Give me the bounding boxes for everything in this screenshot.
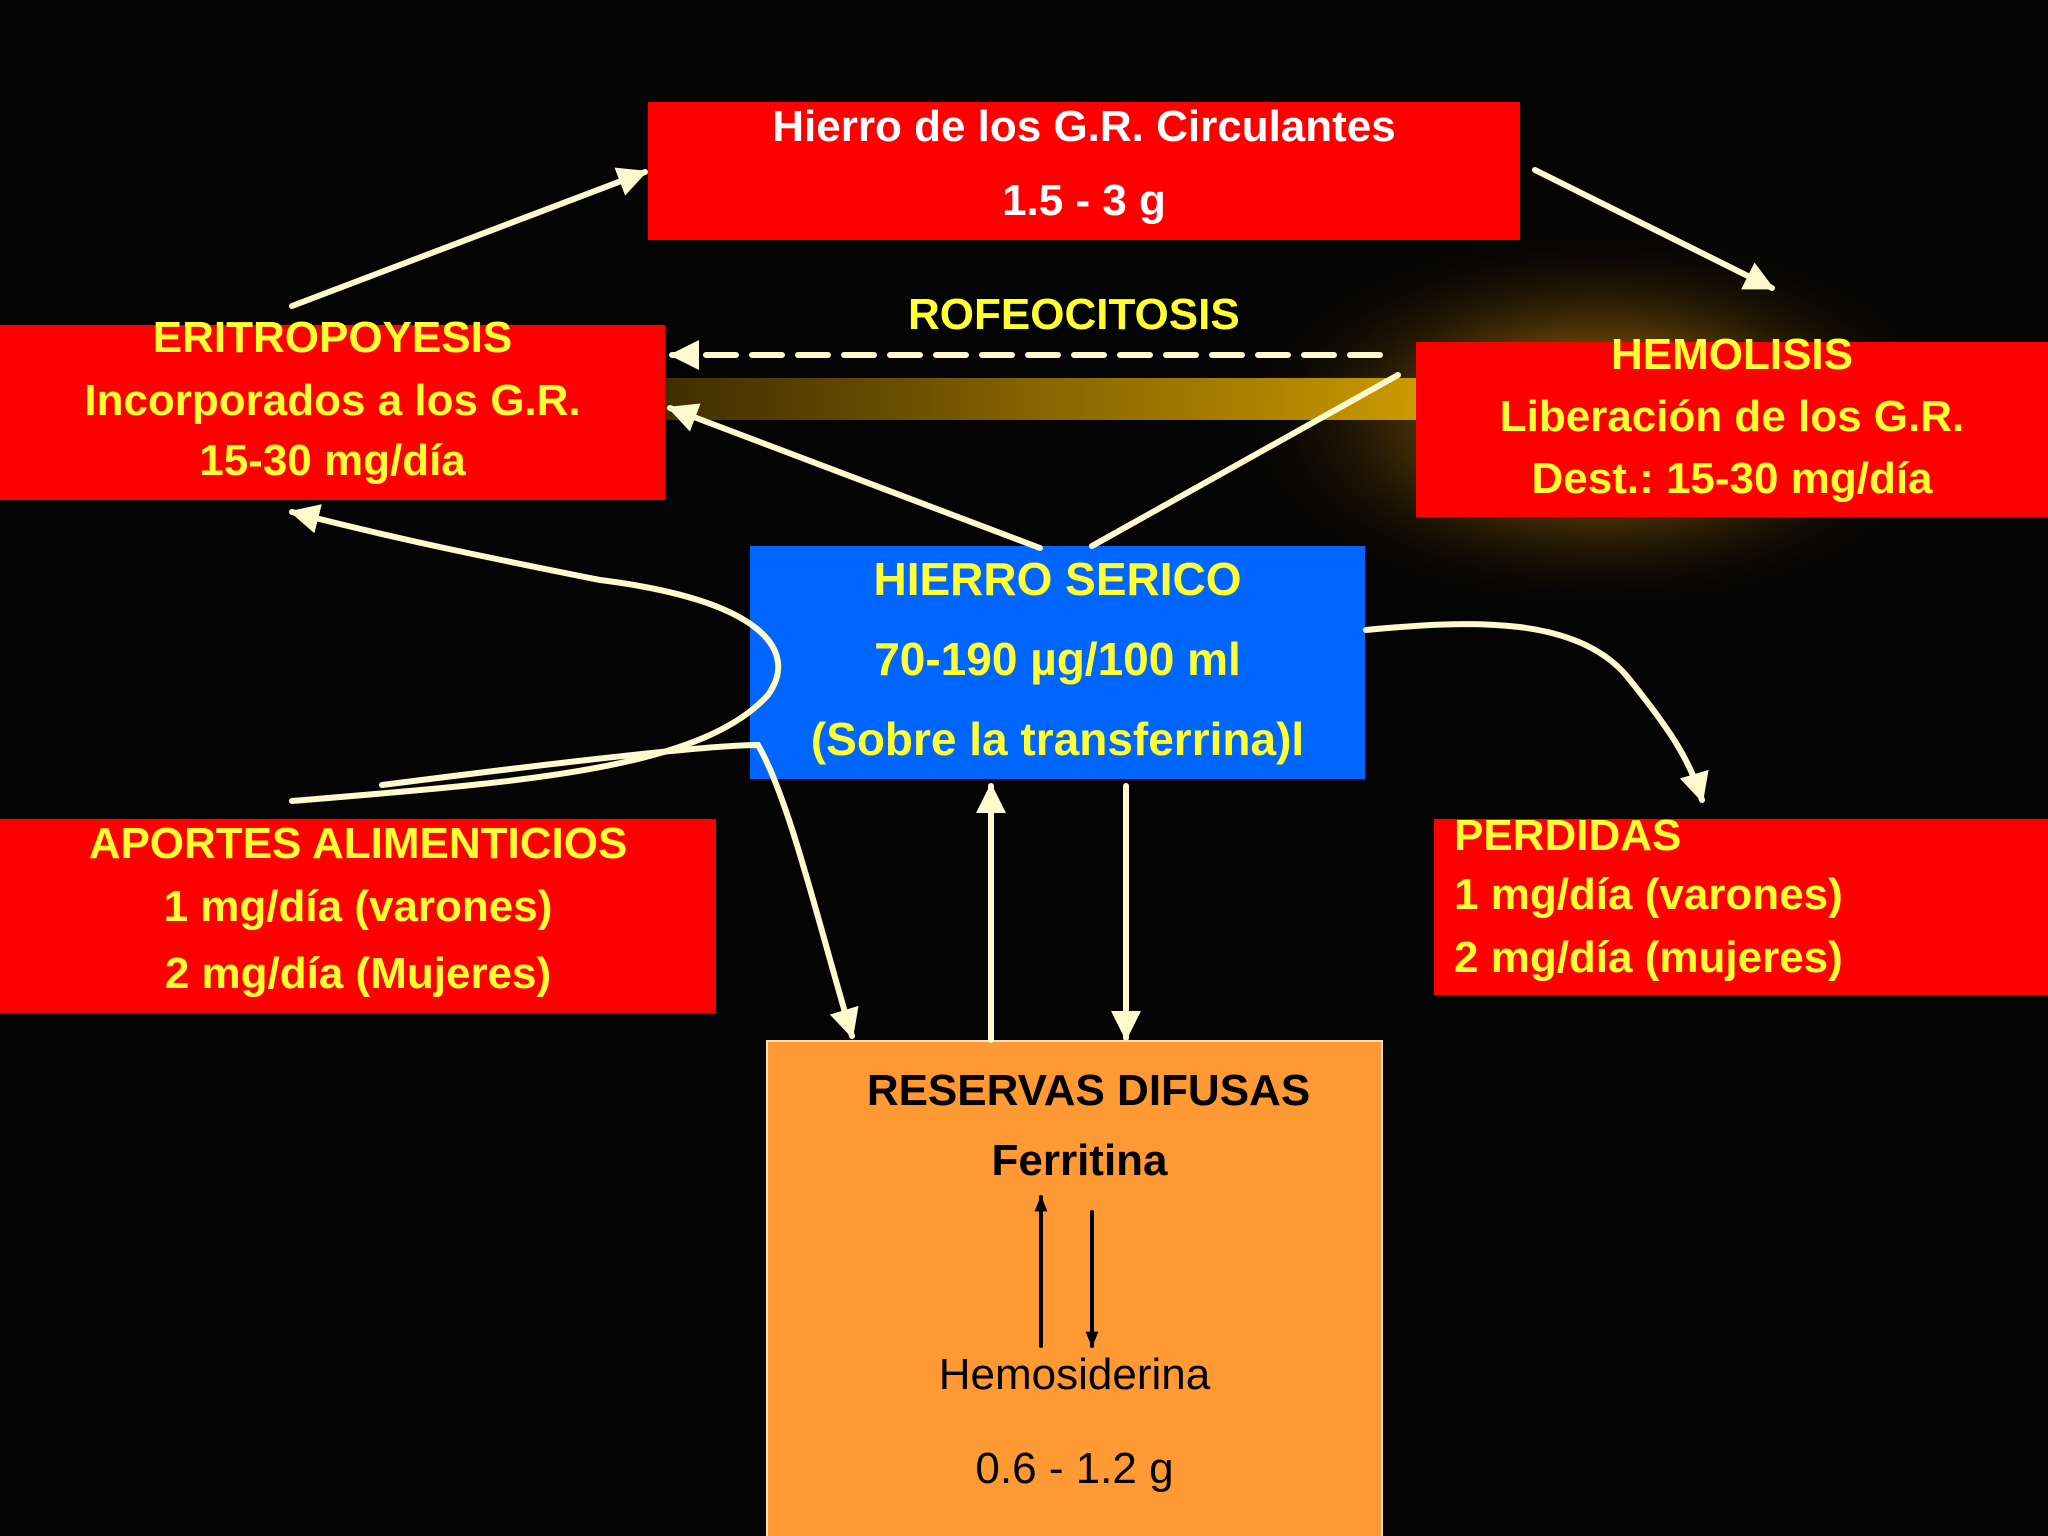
gr-circulantes-value: 1.5 - 3 g [1002, 176, 1166, 225]
reservas-value: 0.6 - 1.2 g [975, 1444, 1174, 1493]
hemolisis-title: HEMOLISIS [1610, 330, 1854, 379]
node-gr-circulantes: Hierro de los G.R. Circulantes 1.5 - 3 g [648, 102, 1520, 240]
node-hierro-serico: HIERRO SERICO 70-190 µg/100 ml (Sobre la… [750, 546, 1365, 779]
perdidas-title: PERDIDAS [1454, 811, 1682, 860]
line-hemolisis-to-serico [1089, 372, 1401, 549]
arrow-serico-to-perdidas [1363, 621, 1709, 803]
hemolisis-line3: Dest.: 15-30 mg/día [1531, 454, 1933, 503]
node-hemolisis: HEMOLISIS Liberación de los G.R. Dest.: … [1416, 330, 2048, 517]
arrow-aportes-to-reservas [379, 741, 859, 1039]
glow-band [665, 378, 1425, 420]
arrow-serico-to-eritropoyesis [667, 403, 1043, 551]
hierro-serico-title: HIERRO SERICO [873, 553, 1242, 605]
hierro-serico-value: 70-190 µg/100 ml [874, 633, 1241, 685]
gr-circulantes-title: Hierro de los G.R. Circulantes [772, 102, 1396, 151]
eritropoyesis-line3: 15-30 mg/día [199, 436, 466, 485]
reservas-hemosiderina: Hemosiderina [938, 1350, 1211, 1399]
hierro-serico-note: (Sobre la transferrina)l [810, 713, 1305, 765]
arrow-eritropoyesis-to-gr [289, 167, 648, 309]
node-eritropoyesis: ERITROPOYESIS Incorporados a los G.R. 15… [0, 313, 665, 500]
label-rofeocitosis: ROFEOCITOSIS [908, 290, 1240, 339]
arrow-gr-to-hemolisis [1532, 167, 1775, 291]
reservas-ferritina: Ferritina [991, 1136, 1168, 1185]
aportes-title: APORTES ALIMENTICIOS [88, 819, 628, 868]
perdidas-line3: 2 mg/día (mujeres) [1454, 933, 1843, 982]
node-reservas: RESERVAS DIFUSAS Ferritina Hemosiderina … [766, 1040, 1383, 1536]
hemolisis-line2: Liberación de los G.R. [1499, 392, 1965, 441]
arrow-aportes-to-eritropoyesis [289, 504, 782, 804]
aportes-line3: 2 mg/día (Mujeres) [164, 949, 552, 998]
node-perdidas: PERDIDAS 1 mg/día (varones) 2 mg/día (mu… [1434, 811, 2048, 995]
node-aportes: APORTES ALIMENTICIOS 1 mg/día (varones) … [0, 819, 716, 1013]
eritropoyesis-title: ERITROPOYESIS [152, 313, 513, 362]
reservas-title: RESERVAS DIFUSAS [866, 1066, 1311, 1115]
perdidas-line2: 1 mg/día (varones) [1454, 870, 1843, 919]
eritropoyesis-line2: Incorporados a los G.R. [84, 376, 581, 425]
aportes-line2: 1 mg/día (varones) [163, 882, 553, 931]
